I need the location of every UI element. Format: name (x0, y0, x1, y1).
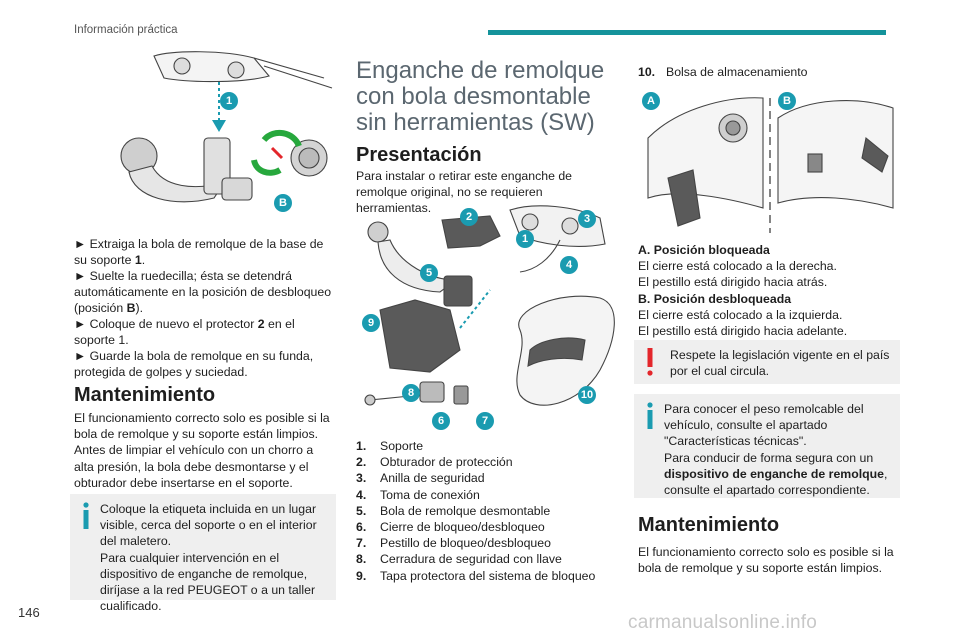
component-label-5: 5 (420, 264, 438, 282)
component-label-1: 1 (516, 230, 534, 248)
position-label-A: A (642, 92, 660, 110)
step-4: ► Guarde la bola de remolque en su funda… (74, 349, 314, 380)
note-line-1: Coloque la etiqueta incluida en un lugar… (100, 502, 317, 549)
component-label-2: 2 (460, 208, 478, 226)
position-label-B: B (778, 92, 796, 110)
header-accent-bar (488, 30, 886, 35)
warning-icon (647, 348, 653, 376)
maintenance-text-right: El funcionamiento correcto solo es posib… (638, 545, 894, 576)
component-label-3: 3 (578, 210, 596, 228)
page-number: 146 (18, 605, 40, 620)
component-label-6: 6 (432, 412, 450, 430)
info-icon (83, 502, 89, 529)
figure-label-B: B (274, 194, 292, 212)
component-label-8: 8 (402, 384, 420, 402)
component-label-4: 4 (560, 256, 578, 274)
step-3: ► Coloque de nuevo el protector 2 en el … (74, 317, 295, 348)
maintenance-heading-right: Mantenimiento (638, 514, 780, 536)
lock-positions-illustration (647, 97, 894, 233)
section-title: Enganche de remolque con bola desmontabl… (356, 57, 605, 136)
presentation-heading: Presentación (356, 144, 482, 166)
info-note: Coloque la etiqueta incluida en un lugar… (70, 494, 336, 613)
position-a-title: A. Posición bloqueada (638, 243, 770, 257)
note-line-2: Para cualquier intervención en el dispos… (100, 550, 316, 614)
legend-item: 2.Obturador de protección (356, 455, 513, 470)
maintenance-heading: Mantenimiento (74, 384, 216, 406)
position-b-title: B. Posición desbloqueada (638, 291, 792, 306)
position-a-block: A. Posición bloqueada El cierre está col… (638, 243, 848, 339)
maintenance-text: El funcionamiento correcto solo es posib… (74, 411, 330, 490)
legend-item: 4.Toma de conexión (356, 487, 480, 502)
legend-item: 7.Pestillo de bloqueo/desbloqueo (356, 536, 551, 551)
info-note-weight: Para conocer el peso remolcable del vehí… (634, 394, 900, 498)
legend-item: 3.Anilla de seguridad (356, 471, 485, 486)
component-label-10: 10 (578, 386, 596, 404)
warning-note: Respete la legislación vigente en el paí… (634, 340, 900, 384)
legend-item: 6.Cierre de bloqueo/desbloqueo (356, 520, 545, 535)
component-label-9: 9 (362, 314, 380, 332)
step-1: ► Extraiga la bola de remolque de la bas… (74, 237, 324, 268)
legend-item: 9.Tapa protectora del sistema de bloqueo (356, 568, 596, 583)
legend-item-10: 10.Bolsa de almacenamiento (638, 65, 808, 79)
info-icon (647, 402, 653, 429)
watermark: carmanualsonline.info (628, 612, 818, 633)
towball-removal-illustration (120, 51, 333, 203)
towbar-components-illustration (364, 205, 615, 406)
component-label-7: 7 (476, 412, 494, 430)
running-header: Información práctica (74, 24, 178, 36)
legend-item: 5.Bola de remolque desmontable (356, 503, 551, 518)
legend-item: 1.Soporte (356, 439, 424, 453)
presentation-text: Para instalar o retirar este enganche de… (356, 169, 573, 216)
legend-item: 8.Cerradura de seguridad con llave (356, 552, 562, 567)
figure-label-1: 1 (220, 92, 238, 110)
step-2: ► Suelte la ruedecilla; ésta se detendrá… (74, 269, 332, 316)
components-legend: 1.Soporte 2.Obturador de protección 3.An… (356, 438, 618, 584)
